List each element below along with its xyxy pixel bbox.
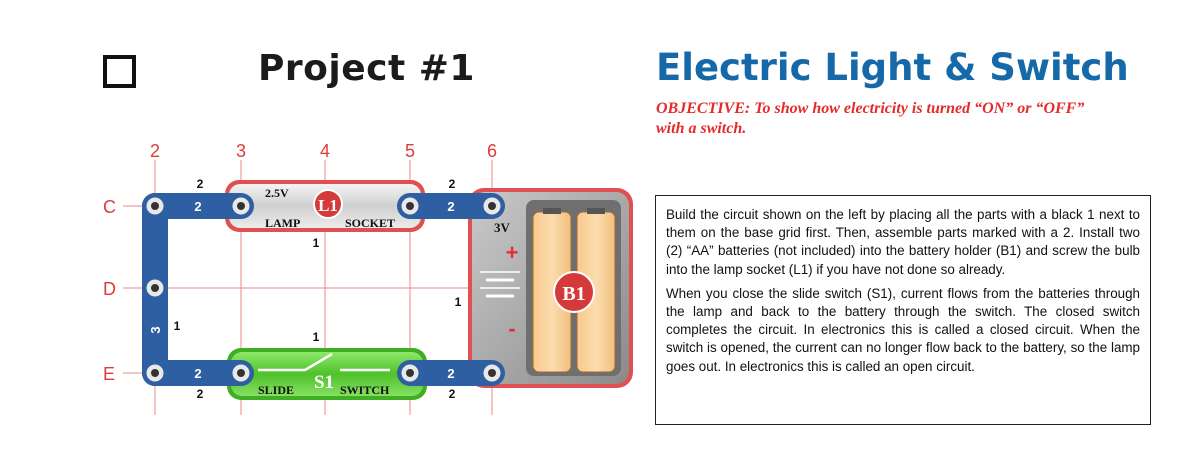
instructions-paragraph-1: Build the circuit shown on the left by p… [666, 207, 1140, 277]
battery-plus-sign: + [506, 240, 519, 265]
switch-label-right: SWITCH [340, 383, 390, 397]
row-label-e: E [103, 364, 115, 384]
column-label-2: 2 [150, 141, 160, 161]
objective: OBJECTIVE: To show how electricity is tu… [656, 99, 1156, 139]
battery-id: B1 [562, 283, 585, 305]
objective-line-1: OBJECTIVE: To show how electricity is tu… [656, 100, 1085, 117]
snap-label-bottom-right: 2 [447, 366, 454, 381]
level-marker-bottom-right: 2 [449, 387, 456, 401]
level-marker-lamp: 1 [313, 236, 320, 250]
level-marker-battery: 1 [455, 295, 462, 309]
level-marker-bottom-left: 2 [197, 387, 204, 401]
circuit-diagram: 2 3 4 5 6 C D E B1 3V + - L1 2.5V LAMP S… [103, 141, 633, 415]
switch-id: S1 [314, 372, 334, 393]
snap-label-top-left: 2 [194, 199, 201, 214]
row-label-d: D [103, 279, 116, 299]
column-label-5: 5 [405, 141, 415, 161]
column-label-4: 4 [320, 141, 330, 161]
level-marker-top-left: 2 [197, 177, 204, 191]
project-checkbox[interactable] [103, 55, 136, 88]
instructions-paragraph-2: When you close the slide switch (S1), cu… [666, 285, 1140, 374]
level-marker-switch: 1 [313, 330, 320, 344]
lamp-id: L1 [318, 196, 338, 215]
row-label-c: C [103, 197, 116, 217]
instructions-box: Build the circuit shown on the left by p… [655, 195, 1151, 425]
lamp-voltage: 2.5V [265, 186, 289, 200]
battery-voltage: 3V [494, 220, 511, 235]
objective-line-2: with a switch. [656, 120, 747, 137]
level-marker-top-right: 2 [449, 177, 456, 191]
snap-label-top-right: 2 [447, 199, 454, 214]
project-title: Project #1 [258, 48, 475, 89]
snap-label-bottom-left: 2 [194, 366, 201, 381]
lamp-label-left: LAMP [265, 216, 300, 230]
column-label-3: 3 [236, 141, 246, 161]
battery-minus-sign: - [508, 316, 515, 341]
switch-label-left: SLIDE [258, 383, 294, 397]
column-label-6: 6 [487, 141, 497, 161]
level-marker-left-vertical: 1 [174, 319, 181, 333]
lamp-socket-l1 [225, 180, 425, 232]
battery-holder-b1 [468, 188, 633, 388]
lamp-label-right: SOCKET [345, 216, 395, 230]
main-title: Electric Light & Switch [656, 46, 1129, 89]
snap-label-left-vertical: 3 [148, 326, 163, 333]
slide-switch-s1 [227, 348, 427, 400]
